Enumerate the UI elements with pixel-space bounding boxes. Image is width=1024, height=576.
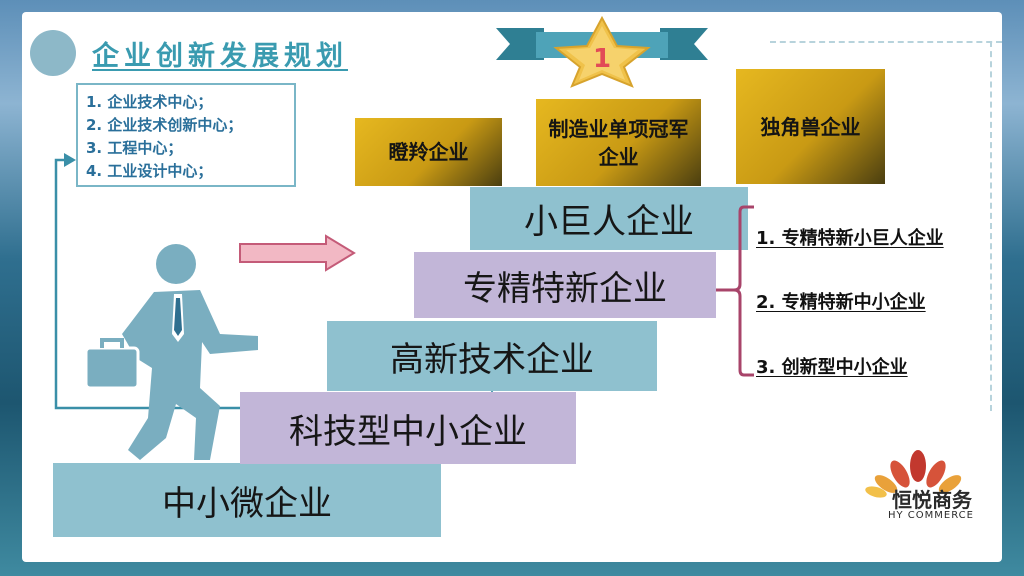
list-item: 4. 工业设计中心； — [86, 162, 213, 180]
award-gazelle: 瞪羚企业 — [355, 118, 502, 186]
logo-name: 恒悦商务 — [892, 488, 972, 512]
badge-number: 1 — [593, 44, 611, 74]
step-micro-enterprise: 中小微企业 — [53, 463, 441, 537]
right-arrow-icon — [239, 234, 356, 272]
specialized-type-item: 1. 专精特新小巨人企业 — [756, 228, 944, 249]
specialized-type-item: 2. 专精特新中小企业 — [756, 292, 926, 313]
step-specialized-enterprise: 专精特新企业 — [414, 252, 716, 318]
award-unicorn: 独角兽企业 — [736, 69, 885, 184]
title-circle-icon — [30, 30, 76, 76]
dashed-border-right — [990, 41, 992, 411]
company-logo: 恒悦商务 HY COMMERCE — [848, 448, 988, 530]
step-high-tech-enterprise: 高新技术企业 — [327, 321, 657, 391]
innovation-center-list: 1. 企业技术中心； 2. 企业技术创新中心； 3. 工程中心； 4. 工业设计… — [76, 83, 296, 187]
step-tech-sme: 科技型中小企业 — [240, 392, 576, 464]
lotus-logo-icon — [865, 450, 962, 498]
specialized-type-item: 3. 创新型中小企业 — [756, 357, 908, 378]
bracket-connector — [716, 205, 754, 377]
list-item: 3. 工程中心； — [86, 139, 183, 157]
logo-subtitle: HY COMMERCE — [888, 510, 974, 521]
step-little-giant: 小巨人企业 — [470, 187, 748, 250]
list-item: 1. 企业技术中心； — [86, 93, 213, 111]
businessman-climbing-icon — [84, 244, 258, 460]
page-title: 企业创新发展规划 — [92, 41, 348, 72]
list-item: 2. 企业技术创新中心； — [86, 116, 243, 134]
ribbon-star-badge: 1 — [496, 15, 708, 88]
award-champion: 制造业单项冠军企业 — [536, 99, 701, 186]
dashed-border-top — [770, 41, 1002, 43]
